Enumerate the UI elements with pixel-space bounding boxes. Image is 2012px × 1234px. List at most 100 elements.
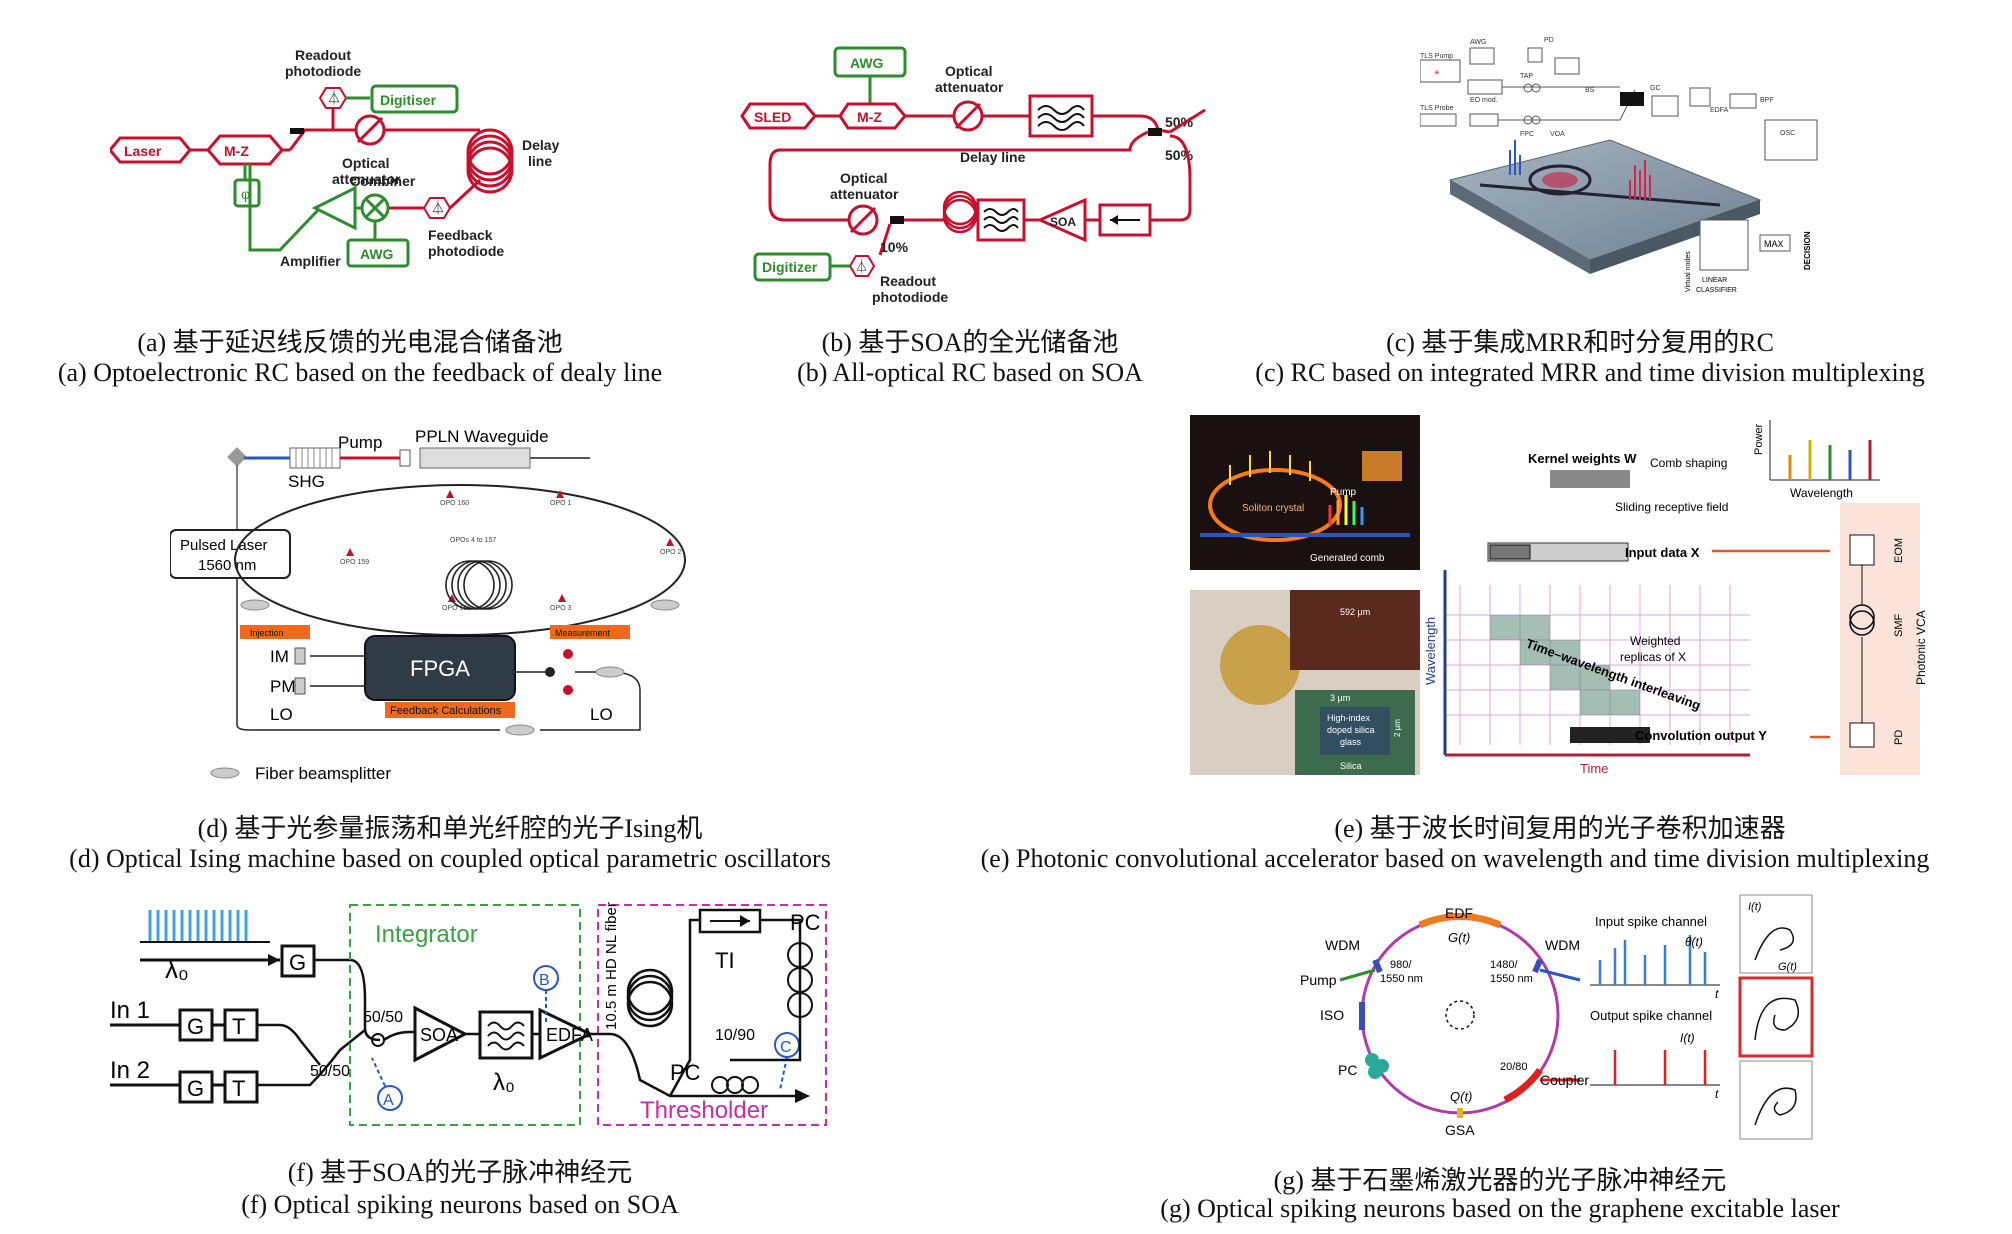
g-2080: 20/80 (1500, 1061, 1528, 1073)
c-classifier: CLASSIFIER (1696, 287, 1737, 294)
caption-d-en: (d) Optical Ising machine based on coupl… (69, 844, 831, 873)
c-gc: GC (1650, 85, 1661, 92)
caption-g-en: (g) Optical spiking neurons based on the… (1160, 1194, 1840, 1223)
caption-a-cn: (a) 基于延迟线反馈的光电混合储备池 (137, 328, 563, 357)
e-592: 592 μm (1340, 607, 1370, 617)
d-injection: Injection (250, 628, 284, 638)
panel-g-diagram: EDF G(t) WDM WDM 980/ 1550 nm 1480/ 1550… (1300, 894, 1814, 1140)
f-1090: 10/90 (715, 1027, 755, 1044)
panel-c: TLS Pump ✳ AWG EO mod. PD TAP BS TLS Pro… (1419, 30, 1860, 320)
a-optical-label: Optical (342, 155, 389, 171)
f-g2: G (187, 1014, 204, 1039)
a-delay-label: Delay (522, 137, 560, 153)
g-it: I(t) (1680, 1031, 1695, 1045)
caption-f-en: (f) Optical spiking neurons based on SOA (241, 1190, 679, 1219)
g-pc: PC (1338, 1062, 1357, 1078)
g-coupler: Coupler (1540, 1072, 1589, 1088)
panel-b: AWG SLED M-Z Optical attenuator 50% 50% … (740, 40, 1260, 310)
e-conv: Convolution output Y (1635, 728, 1767, 743)
e-doped: doped silica (1327, 725, 1375, 735)
b-delay-coil (942, 190, 978, 234)
d-lo1: LO (270, 705, 293, 724)
g-output-ch: Output spike channel (1590, 1008, 1712, 1023)
g-phase-it: I(t) (1748, 901, 1762, 913)
g-phase-gt: G(t) (1778, 961, 1797, 973)
c-pd: PD (1544, 37, 1554, 44)
d-opo2: OPO 2 (660, 549, 682, 556)
caption-b-en: (b) All-optical RC based on SOA (797, 358, 1143, 387)
d-pump: Pump (338, 433, 382, 452)
c-osc: OSC (1780, 130, 1795, 137)
d-ppln: PPLN Waveguide (415, 430, 549, 446)
f-in2: In 2 (110, 1057, 150, 1084)
panel-d-diagram: SHG Pump PPLN Waveguide Pulsed Laser 156… (169, 427, 686, 783)
e-glass: glass (1340, 737, 1362, 747)
d-pm: PM (270, 677, 296, 696)
e-input: Input data X (1625, 545, 1700, 560)
caption-e-en: (e) Photonic convolutional accelerator b… (980, 844, 1930, 873)
c-bs: BS (1585, 87, 1595, 94)
f-pc2: PC (670, 1060, 701, 1085)
a-feedback-pd-label: photodiode (428, 243, 504, 259)
e-weighted: Weighted (1630, 634, 1680, 648)
c-voa: VOA (1550, 131, 1565, 138)
g-edf: EDF (1445, 905, 1473, 921)
d-lo2: LO (590, 705, 613, 724)
panel-c-diagram: TLS Pump ✳ AWG EO mod. PD TAP BS TLS Pro… (1419, 37, 1818, 294)
caption-f-cn: (f) 基于SOA的光子脉冲神经元 (287, 1158, 633, 1187)
caption-b-cn: (b) 基于SOA的全光储备池 (821, 328, 1119, 357)
e-time: Time (1580, 761, 1608, 775)
b-attenuator2-label: attenuator (830, 186, 899, 202)
panel-d: SHG Pump PPLN Waveguide Pulsed Laser 156… (169, 427, 730, 790)
b-awg-label: AWG (850, 55, 884, 71)
d-opo160: OPO 160 (440, 500, 469, 507)
e-vca: Photonic VCA (1914, 610, 1928, 685)
g-wdm1: WDM (1325, 937, 1360, 953)
d-opo1: OPO 1 (550, 500, 572, 507)
a-digitiser-label: Digitiser (380, 92, 437, 108)
b-readout-label: Readout (880, 273, 936, 289)
e-wavelength-ax: Wavelength (1790, 486, 1853, 500)
e-pd: PD (1893, 730, 1905, 745)
b-mz-label: M-Z (857, 109, 882, 125)
c-eo-mod: EO mod. (1470, 97, 1498, 104)
caption-a-en: (a) Optoelectronic RC based on the feedb… (57, 358, 663, 387)
c-fpc: FPC (1520, 131, 1534, 138)
c-virtual-nodes: Virtual nodes (1685, 251, 1692, 292)
c-bpf: BPF (1760, 97, 1774, 104)
c-awg: AWG (1470, 39, 1486, 46)
d-fpga: FPGA (410, 656, 470, 681)
a-amplifier-label: Amplifier (280, 253, 341, 269)
caption-d-cn: (d) 基于光参量振荡和单光纤腔的光子Ising机 (197, 814, 703, 843)
a-awg-label: AWG (360, 246, 394, 262)
a-line-label: line (528, 153, 552, 169)
d-im: IM (270, 647, 289, 666)
d-shg: SHG (288, 472, 325, 491)
f-g1: G (289, 950, 306, 975)
g-gt: G(t) (1448, 930, 1470, 945)
a-laser-label: Laser (124, 143, 162, 159)
b-photodiode-icon: ⏃ (855, 259, 868, 274)
e-kernel: Kernel weights W (1528, 451, 1637, 466)
d-opo3: OPO 3 (550, 605, 572, 612)
a-attenuator-label: attenuator (332, 171, 401, 187)
g-qt: Q(t) (1450, 1089, 1472, 1104)
d-feedback: Feedback Calculations (390, 705, 502, 717)
g-input-ch: Input spike channel (1595, 914, 1707, 929)
d-pulsed: Pulsed Laser (180, 537, 268, 554)
a-combiner-label: Combiner (350, 173, 416, 189)
e-generated: Generated comb (1310, 553, 1385, 564)
f-soa: SOA (420, 1025, 458, 1045)
c-max: MAX (1764, 239, 1784, 249)
panel-b-diagram: AWG SLED M-Z Optical attenuator 50% 50% … (740, 46, 1206, 305)
a-mz-label: M-Z (224, 143, 249, 159)
f-lambda0b: λ₀ (493, 1069, 515, 1096)
f-in1: In 1 (110, 997, 150, 1024)
c-tls-probe: TLS Probe (1420, 105, 1454, 112)
e-comb-shaping: Comb shaping (1650, 456, 1727, 470)
b-digitizer-label: Digitizer (762, 259, 818, 275)
a-photodiode-icon: ⏃ (327, 90, 341, 106)
caption-e-cn: (e) 基于波长时间复用的光子卷积加速器 (1334, 814, 1786, 843)
panel-e: Soliton crystal Pump Generated comb 592 … (1190, 415, 1930, 776)
g-t2: t (1715, 1087, 1719, 1101)
